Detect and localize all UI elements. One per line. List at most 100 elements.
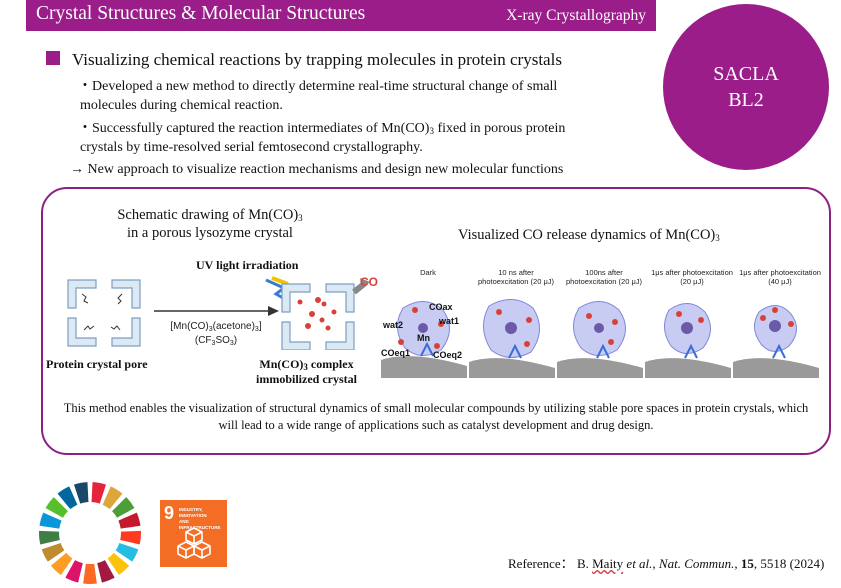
atom-label-co-ax: COax [429, 302, 453, 312]
formula-l1-sub2: 3 [254, 326, 259, 333]
dynamics-title: Visualized CO release dynamics of Mn(CO)… [458, 226, 720, 244]
formula-l1-sub1: 3 [208, 326, 213, 333]
panel-2-label-l2: photoexcitation (20 μJ) [477, 277, 555, 286]
panel-1-label: Dark [378, 268, 478, 277]
sdg-wheel-segment [50, 552, 73, 575]
figure-frame [41, 187, 831, 455]
point-2-line-1: ・Successfully captured the reaction inte… [78, 119, 565, 138]
complex-crystal-label: Mn(CO)3 complex immobilized crystal [256, 357, 357, 387]
sdg-wheel-segment [107, 552, 130, 575]
density-panel-4: iv. [645, 290, 731, 400]
reference-volume: 15 [740, 556, 754, 571]
point-2-text-a: ・Successfully captured the reaction inte… [78, 121, 430, 136]
beamline-number: BL2 [728, 89, 764, 111]
panel-5-label-l2: (40 μJ) [768, 277, 792, 286]
sdg-wheel-segment [45, 497, 68, 518]
reference-separator-2: , [734, 556, 741, 571]
atom-label-wat2: wat2 [383, 320, 404, 330]
sdg-wheel-segment [118, 512, 141, 529]
complex-crystal-illustration [265, 276, 370, 350]
density-panel-1: i wat2 COax wat1 Mn COeq1 COeq2 [381, 290, 467, 400]
reference-separator-1: , [652, 556, 659, 571]
atom-label-co-eq1: COeq1 [381, 348, 411, 358]
header-bar: Crystal Structures & Molecular Structure… [26, 0, 656, 31]
dynamics-title-subscript: 3 [715, 233, 720, 243]
sdg-wheel-segment [83, 563, 97, 584]
formula-l2-sub1: 3 [211, 340, 216, 347]
formula-l1-c: ] [258, 321, 262, 332]
sdg-wheel-segment [112, 497, 135, 518]
headline: Visualizing chemical reactions by trappi… [72, 50, 562, 69]
sdg-wheel-segment [38, 530, 60, 545]
sdg-wheel-segment [57, 486, 78, 510]
beamline-badge: SACLA BL2 [663, 4, 829, 170]
figure-summary: This method enables the visualization of… [63, 401, 809, 432]
sdg-wheel-icon [38, 482, 141, 584]
panel-4-number: iv. [648, 292, 657, 302]
sdg-number: 9 [164, 503, 175, 523]
atom-label-co-eq2: COeq2 [433, 350, 463, 360]
point-2-subscript: 3 [429, 126, 434, 136]
formula-l1-a: [Mn(CO) [170, 321, 209, 332]
sdg-wheel-segment [120, 530, 141, 545]
reagent-formula: [Mn(CO)3(acetone)3] (CF3SO3) [152, 320, 280, 348]
point-1-line-2: molecules during chemical reaction. [80, 98, 283, 113]
complex-label-a: Mn(CO) [259, 357, 304, 371]
protein-pore-illustration [67, 279, 141, 347]
complex-label-b: complex [307, 357, 354, 371]
square-bullet-icon [46, 51, 60, 65]
sdg-wheel-segment [91, 482, 107, 504]
header-title: Crystal Structures & Molecular Structure… [36, 3, 366, 24]
density-panel-5: v. [733, 290, 819, 400]
complex-label-line-2: immobilized crystal [256, 372, 357, 386]
sdg-wheel-segment [65, 560, 83, 583]
point-2-line-2: crystals by time-resolved serial femtose… [80, 140, 423, 155]
pore-label: Protein crystal pore [46, 357, 148, 371]
co-release-label: CO [360, 275, 378, 289]
panel-2-label-l1: 10 ns after [498, 268, 534, 277]
formula-l2-sub2: 3 [229, 340, 234, 347]
density-panel-2: ii [469, 290, 555, 400]
point-1-line-1: ・Developed a new method to directly dete… [78, 79, 558, 94]
sdg-goal-label: INDUSTRY, INNOVATION AND INFRASTRUCTURE [179, 507, 227, 531]
reference-prefix: Reference： [508, 556, 574, 571]
sdg-goal-label-l2: AND INFRASTRUCTURE [179, 519, 221, 530]
panel-1-label-l1: Dark [420, 268, 436, 277]
atom-label-wat1: wat1 [439, 316, 460, 326]
schematic-title-line-2: in a porous lysozyme crystal [127, 225, 293, 241]
sdg-9-tile: 9 INDUSTRY, INNOVATION AND INFRASTRUCTUR… [160, 500, 227, 567]
reference-author-surname: Maity [592, 556, 624, 571]
sdg-wheel-segment [115, 542, 139, 562]
panel-1-number: i [384, 292, 386, 302]
panel-3-label-l2: photoexcitation (20 μJ) [565, 277, 643, 286]
reference-journal: Nat. Commun. [658, 556, 735, 571]
uv-light-label: UV light irradiation [196, 258, 299, 272]
sdg-goal-label-l1: INDUSTRY, INNOVATION [179, 507, 207, 518]
reaction-arrow-icon [154, 306, 279, 316]
panel-3-label-l1: 100ns after [585, 268, 623, 277]
reference-et-al: et al. [623, 556, 653, 571]
dynamics-title-text: Visualized CO release dynamics of Mn(CO) [458, 227, 716, 243]
reference: Reference： B. Maity et al., Nat. Commun.… [508, 553, 824, 572]
panel-5-label-l1: 1μs after photoexcitation [739, 268, 821, 277]
sdg-wheel-segment [73, 482, 89, 504]
formula-l2-b: SO [215, 335, 230, 346]
panel-3-number: iii. [560, 292, 569, 302]
beamline-name: SACLA [713, 63, 779, 85]
formula-l2-c: ) [233, 335, 238, 346]
point-3: → New approach to visualize reaction mec… [70, 162, 564, 177]
formula-l1-b: (acetone) [212, 321, 255, 332]
panel-2-number: ii [472, 292, 476, 302]
sdg-wheel-segment [97, 560, 115, 583]
sdg-wheel-segment [102, 486, 123, 510]
schematic-title-subscript: 3 [298, 213, 303, 223]
cubes-icon [177, 527, 211, 559]
formula-l2-a: (CF [194, 335, 212, 346]
complex-label-sub: 3 [303, 362, 308, 372]
atom-label-mn: Mn [417, 333, 430, 343]
panel-5-number: v. [736, 292, 743, 302]
panel-4-label-l1: 1μs after photoexcitation [651, 268, 733, 277]
point-2-text-b: fixed in porous protein [433, 121, 566, 136]
